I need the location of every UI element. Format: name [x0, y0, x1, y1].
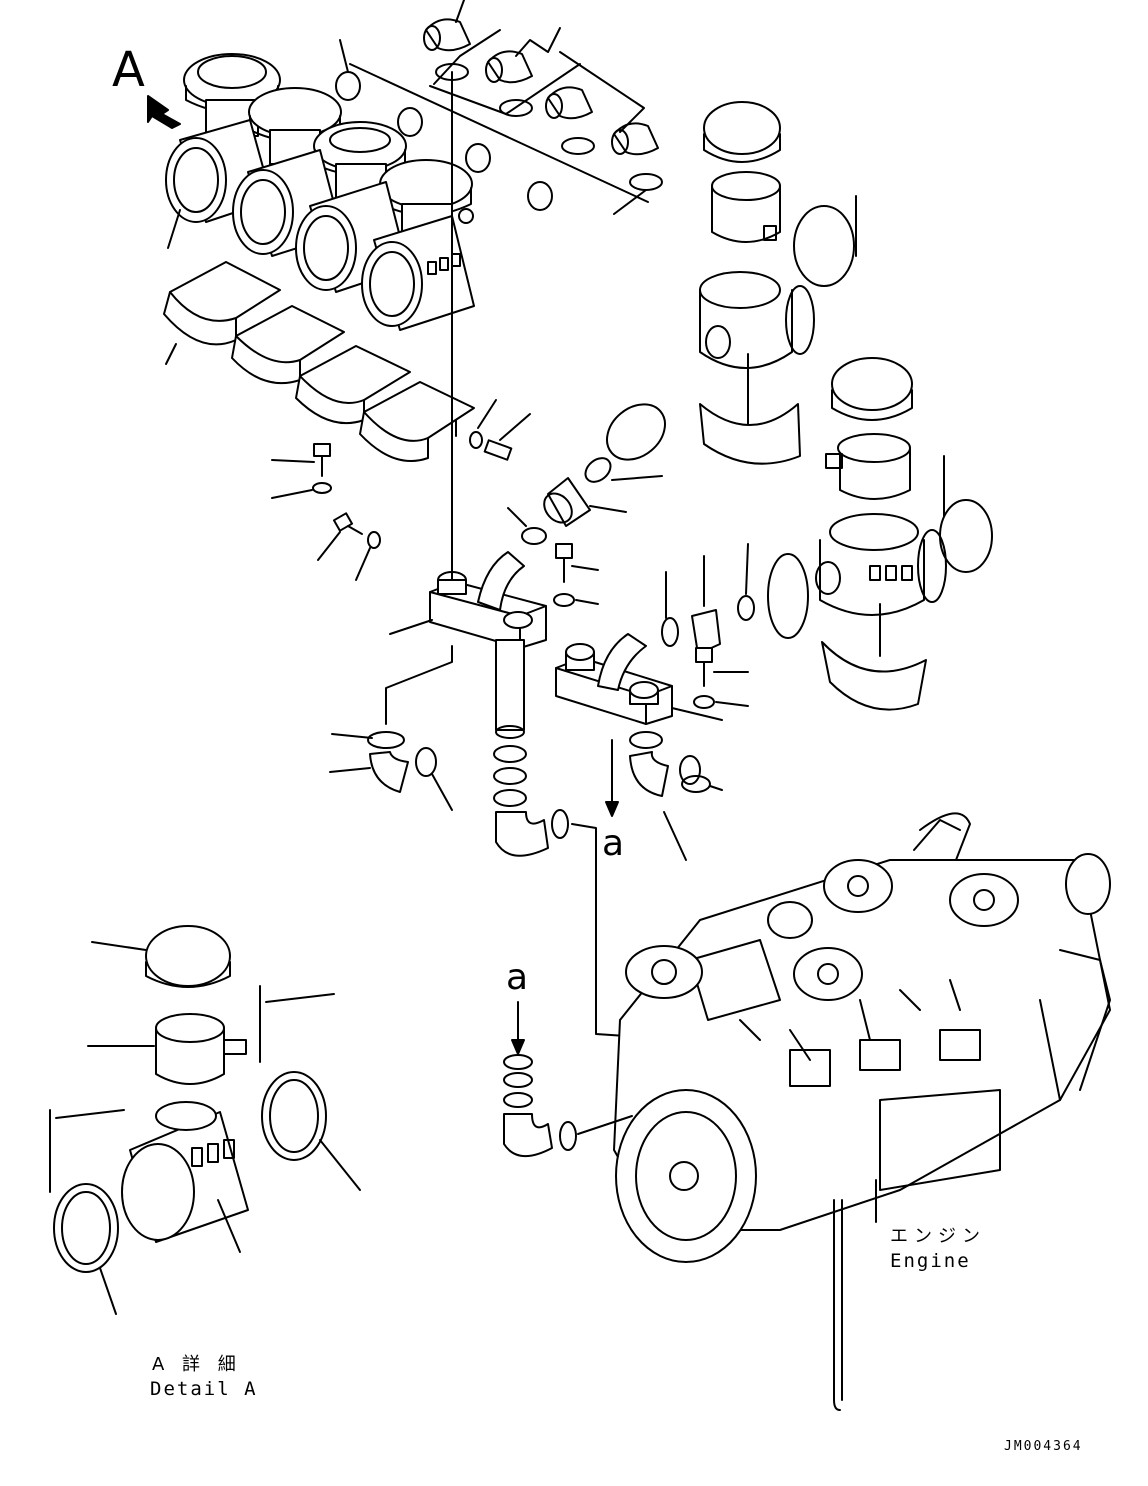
- filter-body-4: [361, 215, 475, 331]
- center-left-elbow: [329, 645, 453, 811]
- engine-label-en: Engine: [890, 1250, 971, 1272]
- flow-marker-a-upper: a: [602, 823, 625, 864]
- view-a-label: A: [112, 42, 145, 98]
- engine-side-elbow: [503, 1001, 633, 1157]
- detail-label-jp: A 詳 細: [152, 1354, 242, 1375]
- center-manifold: [389, 71, 627, 1037]
- detail-a-exploded-view: [49, 925, 361, 1315]
- view-a-arrow-icon: [147, 95, 181, 129]
- center-hose-connectors: [507, 403, 755, 793]
- fasteners: [271, 399, 531, 581]
- exploded-cleaner-upper: [699, 101, 857, 465]
- precleaner-cap-3: [313, 121, 407, 199]
- air-cleaner-bank: [163, 53, 475, 462]
- detail-label-en: Detail A: [150, 1378, 258, 1400]
- engine-label-jp: エンジン: [890, 1226, 986, 1247]
- precleaner-cap-4: [379, 159, 474, 239]
- flow-marker-a-lower: a: [506, 957, 529, 998]
- top-elbows-and-clamps: [165, 0, 663, 365]
- filter-body-1: [165, 119, 273, 223]
- engine-assembly: [613, 812, 1111, 1411]
- exploded-cleaner-lower: [767, 357, 993, 711]
- flow-arrow-upper: [605, 763, 619, 817]
- drawing-code: JM004364: [1004, 1439, 1083, 1454]
